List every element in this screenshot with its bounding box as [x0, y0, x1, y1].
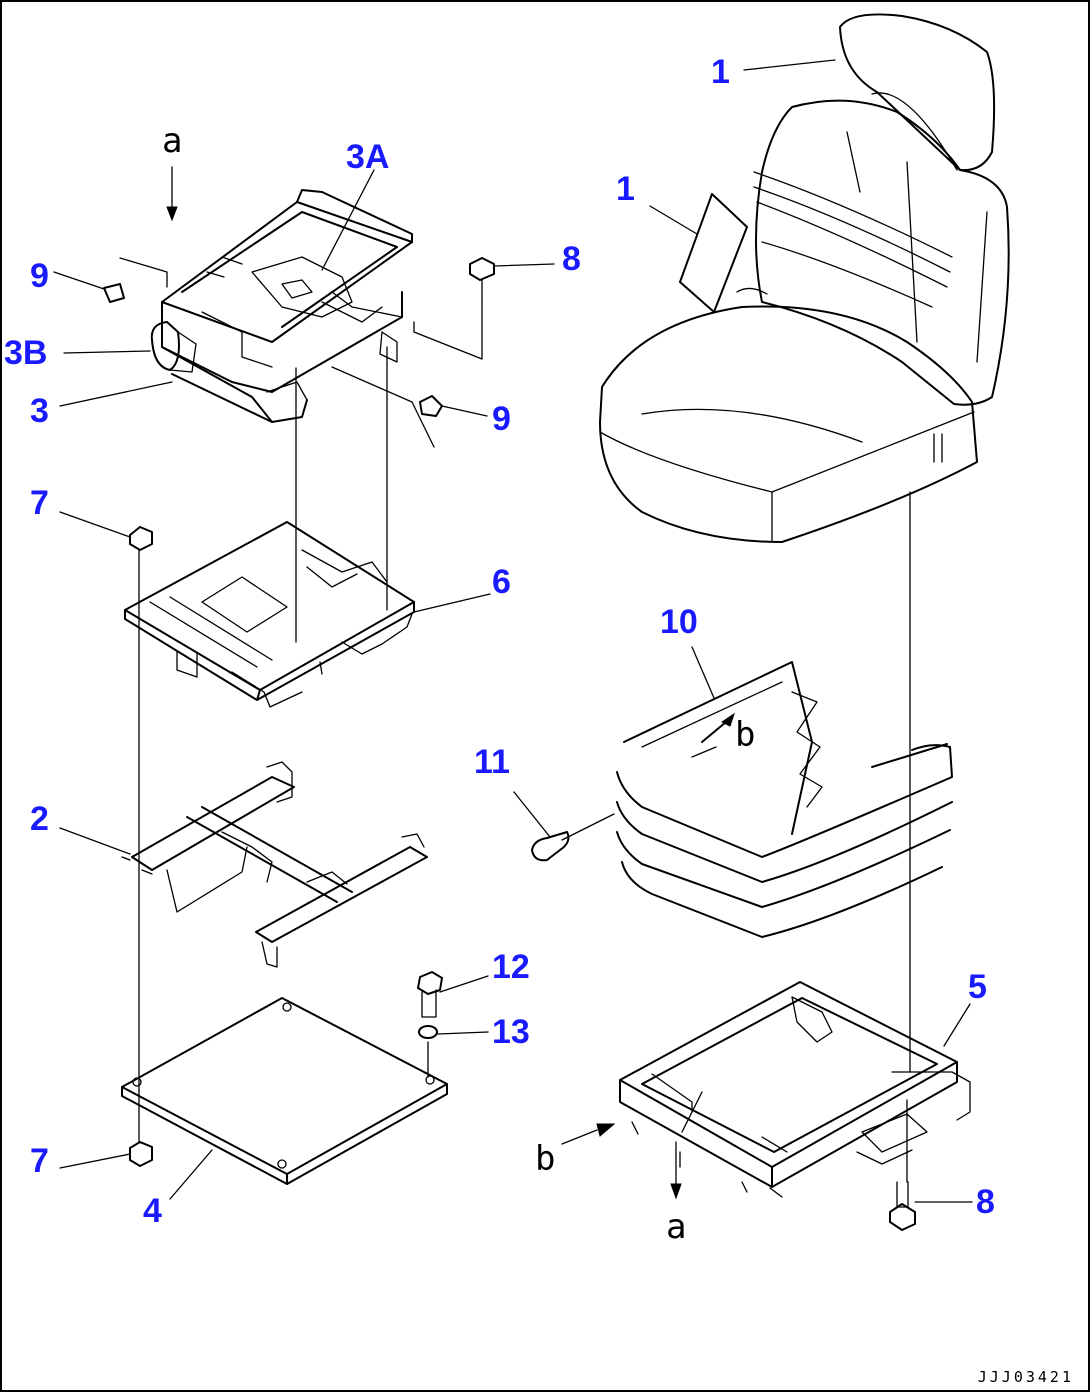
callout-base-plate: 4 [143, 1192, 162, 1230]
seat-assembly [599, 13, 1010, 543]
assembly-lines [138, 346, 911, 1183]
fasteners [129, 526, 916, 1231]
callout-screw: 11 [474, 743, 510, 781]
callout-leaders [53, 59, 973, 1203]
view-letter-a-bottom: a [666, 1207, 687, 1247]
callout-nut-9-right: 9 [492, 400, 511, 438]
mounting-plate [124, 521, 415, 708]
callout-3a: 3A [346, 138, 390, 176]
view-letter-b-cover: b [735, 715, 756, 755]
callout-nut-7-bottom: 7 [30, 1142, 49, 1180]
slide-rail-assembly [121, 761, 428, 968]
callout-slide-rail: 2 [30, 800, 49, 838]
callout-nut-7-top: 7 [30, 484, 49, 522]
callout-nut-9-left: 9 [30, 257, 49, 295]
callout-plate: 6 [492, 563, 511, 601]
view-letter-a-top: a [162, 121, 183, 161]
base-plate [121, 971, 448, 1185]
view-arrows [166, 166, 717, 1200]
callout-frame: 5 [968, 968, 987, 1006]
suspension-unit [103, 189, 495, 448]
view-letter-b-frame: b [535, 1139, 556, 1179]
callout-seat: 1 [711, 53, 730, 91]
callout-suspension: 3 [30, 392, 49, 430]
callout-3b: 3B [4, 334, 48, 372]
drawing-number: JJJ03421 [977, 1368, 1074, 1386]
callout-bolt-12: 12 [492, 948, 530, 986]
callout-bolt-8-bottom: 8 [976, 1183, 995, 1221]
seat-frame [619, 981, 971, 1198]
callout-cover: 10 [660, 603, 698, 641]
callout-washer-13: 13 [492, 1013, 530, 1051]
callout-backrest: 1 [616, 170, 635, 208]
callout-bolt-8-top: 8 [562, 240, 581, 278]
suspension-cover [531, 661, 953, 938]
